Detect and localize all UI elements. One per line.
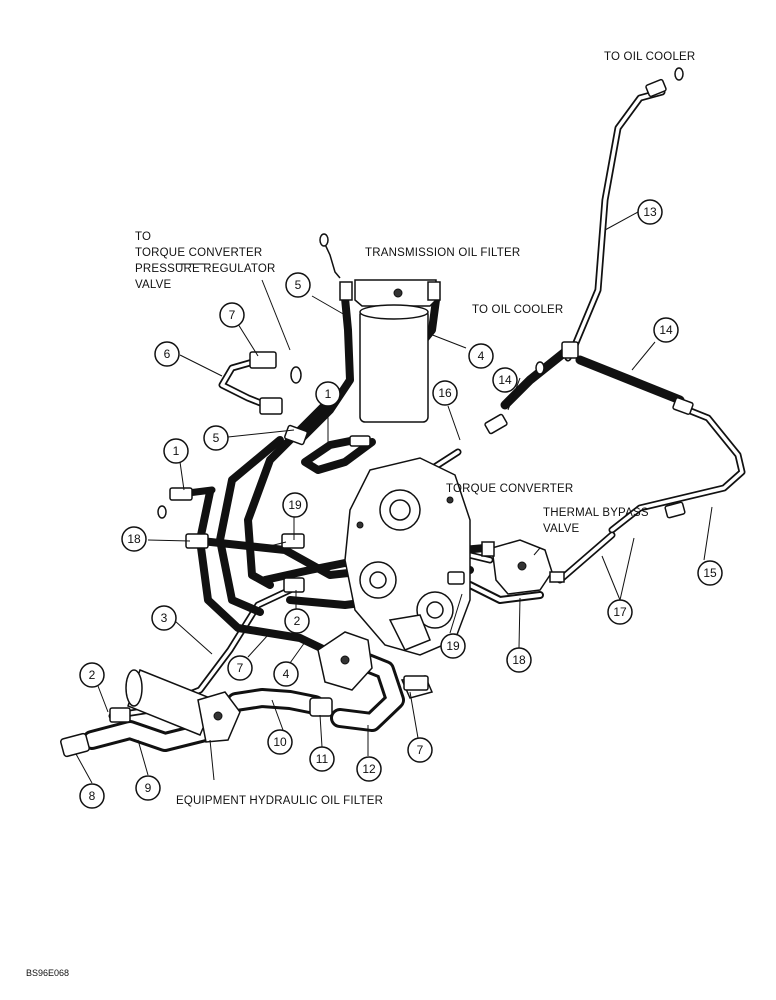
label-thermal-bypass-1: THERMAL BYPASS [543,507,649,519]
callout-17: 17 [607,599,633,625]
equipment-hydraulic-oil-filter [125,669,241,743]
svg-text:19: 19 [288,498,302,512]
callout-2-left: 2 [79,662,105,688]
callout-11: 11 [309,746,335,772]
callout-1-top: 1 [315,381,341,407]
callout-14-right: 14 [653,317,679,343]
callout-6: 6 [154,341,180,367]
svg-text:1: 1 [173,444,180,458]
transmission-oil-filter [319,233,441,423]
svg-text:19: 19 [446,639,460,653]
hose-14-upper [500,347,685,410]
thermal-bypass-valve [481,539,565,595]
svg-text:4: 4 [283,667,290,681]
svg-text:14: 14 [498,373,512,387]
svg-text:5: 5 [295,278,302,292]
callout-3: 3 [151,605,177,631]
callout-7-top: 7 [219,302,245,328]
callout-18-bottom: 18 [506,647,532,673]
svg-text:16: 16 [438,386,452,400]
diagram-labels: TO OIL COOLER TO TORQUE CONVERTER PRESSU… [26,51,695,978]
tube-15 [608,406,746,534]
callout-12: 12 [356,756,382,782]
svg-text:6: 6 [164,347,171,361]
svg-text:2: 2 [294,614,301,628]
svg-text:18: 18 [127,532,141,546]
callout-7-mid: 7 [227,655,253,681]
callout-14-left: 14 [492,367,518,393]
label-thermal-bypass-2: VALVE [543,523,579,535]
svg-text:8: 8 [89,789,96,803]
callout-19-bottom: 19 [440,633,466,659]
label-to-oil-cooler-mid: TO OIL COOLER [472,304,563,316]
callout-9: 9 [135,775,161,801]
label-torque-converter: TORQUE CONVERTER [446,483,573,495]
label-to-oil-cooler-top: TO OIL COOLER [604,51,695,63]
leader-lines [75,211,713,784]
callout-4-mid: 4 [273,661,299,687]
svg-text:1: 1 [325,387,332,401]
svg-text:12: 12 [362,762,376,776]
callout-18-left: 18 [121,526,147,552]
svg-text:17: 17 [613,605,627,619]
callout-4-top: 4 [468,343,494,369]
tube-17-segments [556,531,616,584]
svg-text:7: 7 [229,308,236,322]
svg-text:3: 3 [161,611,168,625]
svg-text:15: 15 [703,566,717,580]
callout-19-top: 19 [282,492,308,518]
label-equipment-filter: EQUIPMENT HYDRAULIC OIL FILTER [176,795,383,807]
svg-text:13: 13 [643,205,657,219]
svg-text:5: 5 [213,431,220,445]
svg-text:7: 7 [417,743,424,757]
svg-text:2: 2 [89,668,96,682]
svg-text:7: 7 [237,661,244,675]
hose-12 [330,648,405,732]
label-to-tc-1: TO [135,231,151,243]
hose-1-loop [301,436,376,474]
figure-code: BS96E068 [26,968,69,978]
hose-10 [226,688,325,715]
svg-text:18: 18 [512,653,526,667]
callout-7-bottom: 7 [407,737,433,763]
hose-9 [82,720,215,752]
callout-15: 15 [697,560,723,586]
callout-2-mid: 2 [284,608,310,634]
label-to-tc-4: VALVE [135,279,171,291]
label-transmission-oil-filter: TRANSMISSION OIL FILTER [365,247,520,259]
hose-5-filter-supply [296,294,354,444]
label-to-tc-3: PRESSURE REGULATOR [135,263,276,275]
label-to-tc-2: TORQUE CONVERTER [135,247,262,259]
svg-text:4: 4 [478,349,485,363]
fittings [60,67,694,758]
svg-text:14: 14 [659,323,673,337]
callout-16: 16 [432,380,458,406]
callout-13: 13 [637,199,663,225]
svg-text:9: 9 [145,781,152,795]
callouts: 13 7 6 5 4 14 14 16 1 5 1 19 18 3 2 7 4 … [79,199,723,809]
svg-text:10: 10 [273,735,287,749]
svg-text:11: 11 [316,752,329,766]
callout-5-top: 5 [285,272,311,298]
callout-1-left: 1 [163,438,189,464]
callout-8: 8 [79,783,105,809]
tube-6 [218,356,272,410]
callout-5-mid: 5 [203,425,229,451]
callout-10: 10 [267,729,293,755]
